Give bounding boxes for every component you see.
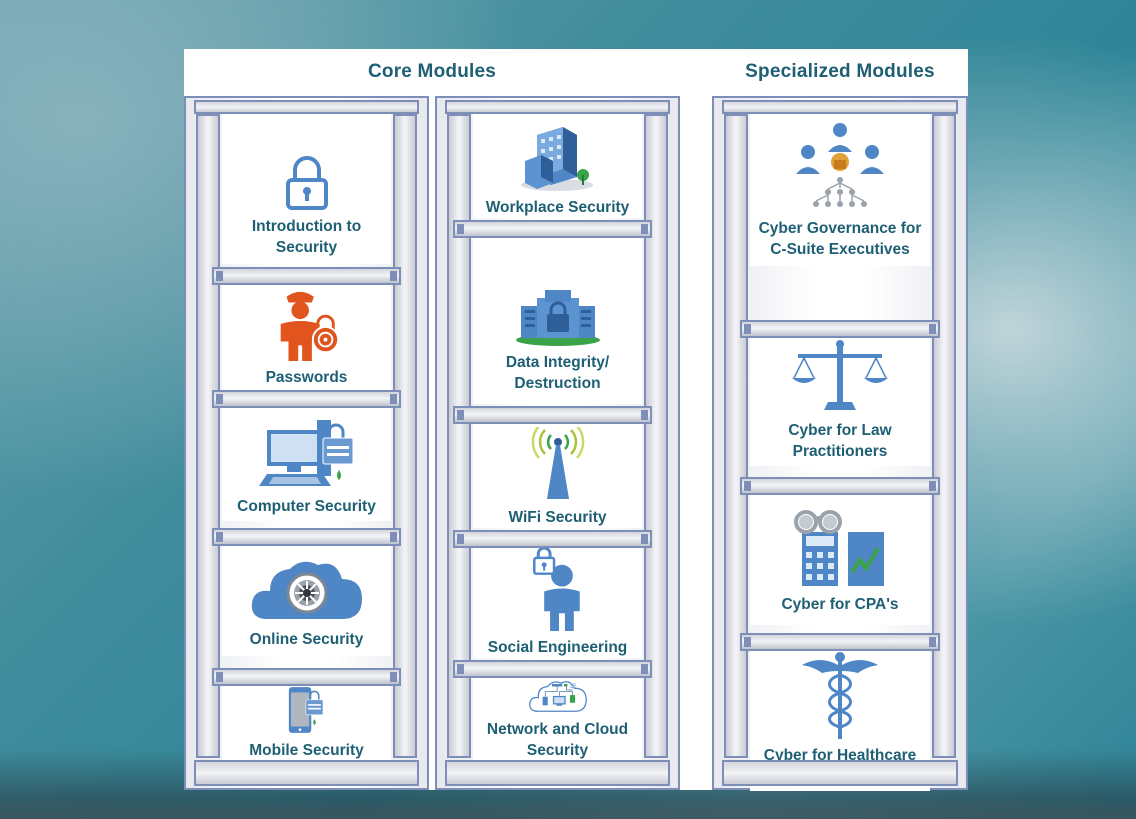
shelf: [740, 320, 940, 338]
shelf: [740, 477, 940, 495]
module-label: Social Engineering: [487, 639, 628, 656]
core-modules-title: Core Modules: [367, 61, 497, 82]
module-wifi-security[interactable]: WiFi Security: [473, 424, 642, 528]
specialized-modules-title: Specialized Modules: [745, 61, 935, 82]
module-cyber-for-law-practitioners[interactable]: Cyber for Law Practitioners: [750, 338, 930, 466]
modules-panel: Core Modules Specialized Modules Introdu…: [184, 49, 968, 791]
shelf: [453, 406, 652, 424]
caduceus-icon: [802, 652, 878, 739]
rack-bottom-bar: [722, 760, 958, 786]
module-cyber-for-cpas[interactable]: Cyber for CPA's: [750, 495, 930, 625]
module-social-engineering[interactable]: Social Engineering: [473, 548, 642, 658]
module-label: Cyber for Law Practitioners: [788, 422, 892, 460]
module-label: Online Security: [249, 631, 364, 648]
network-cloud-icon: [528, 681, 587, 712]
wifi-tower-icon: [531, 427, 584, 499]
rack-post: [393, 114, 417, 758]
office-building-icon: [520, 127, 593, 191]
module-workplace-security[interactable]: Workplace Security: [473, 114, 642, 218]
module-online-security[interactable]: Online Security: [222, 546, 391, 656]
rack-top-bar: [445, 100, 670, 114]
scales-icon: [792, 340, 888, 410]
shelf: [212, 668, 401, 686]
calculator-glasses-icon: [794, 510, 884, 586]
rack-bottom-bar: [194, 760, 419, 786]
core-rack-left: Introduction to Security Passwords: [184, 96, 429, 790]
module-label: Workplace Security: [485, 199, 630, 216]
rack-top-bar: [194, 100, 419, 114]
module-data-integrity-destruction[interactable]: Data Integrity/ Destruction: [473, 238, 642, 404]
rack-post: [724, 114, 748, 758]
core-rack-right: Workplace Security Data Integrity/ Destr…: [435, 96, 680, 790]
shelf: [453, 660, 652, 678]
module-label: Computer Security: [237, 498, 376, 515]
shelf: [212, 528, 401, 546]
computer-lock-icon: [258, 420, 353, 486]
module-label: Network and Cloud Security: [486, 721, 629, 759]
shelf: [212, 390, 401, 408]
guard-with-lock-icon: [280, 291, 339, 361]
person-lock-icon: [532, 548, 580, 631]
module-computer-security[interactable]: Computer Security: [222, 408, 391, 521]
specialized-rack: Cyber Governance for C-Suite Executives …: [712, 96, 968, 791]
module-label: WiFi Security: [508, 509, 607, 526]
rack-post: [196, 114, 220, 758]
module-network-and-cloud-security[interactable]: Network and Cloud Security: [473, 678, 642, 761]
shelf: [740, 633, 940, 651]
module-label: Cyber Governance for C-Suite Executives: [758, 220, 922, 258]
org-chart-icon: [796, 123, 884, 207]
module-mobile-security[interactable]: Mobile Security: [222, 686, 391, 761]
phone-lock-icon: [288, 687, 323, 733]
shelf: [453, 530, 652, 548]
rack-bottom-bar: [445, 760, 670, 786]
data-center-icon: [515, 290, 600, 346]
padlock-icon: [285, 156, 328, 210]
module-introduction-to-security[interactable]: Introduction to Security: [222, 114, 391, 264]
cloud-vault-icon: [251, 561, 362, 619]
module-passwords[interactable]: Passwords: [222, 285, 391, 390]
module-label: Cyber for CPA's: [781, 596, 899, 613]
rack-post: [932, 114, 956, 758]
shelf: [453, 220, 652, 238]
module-label: Introduction to Security: [251, 218, 362, 256]
module-label: Data Integrity/ Destruction: [505, 354, 610, 392]
rack-top-bar: [722, 100, 958, 114]
shelf: [212, 267, 401, 285]
module-cyber-governance-c-suite[interactable]: Cyber Governance for C-Suite Executives: [750, 114, 930, 266]
module-label: Mobile Security: [249, 742, 364, 759]
module-label: Passwords: [265, 369, 348, 386]
